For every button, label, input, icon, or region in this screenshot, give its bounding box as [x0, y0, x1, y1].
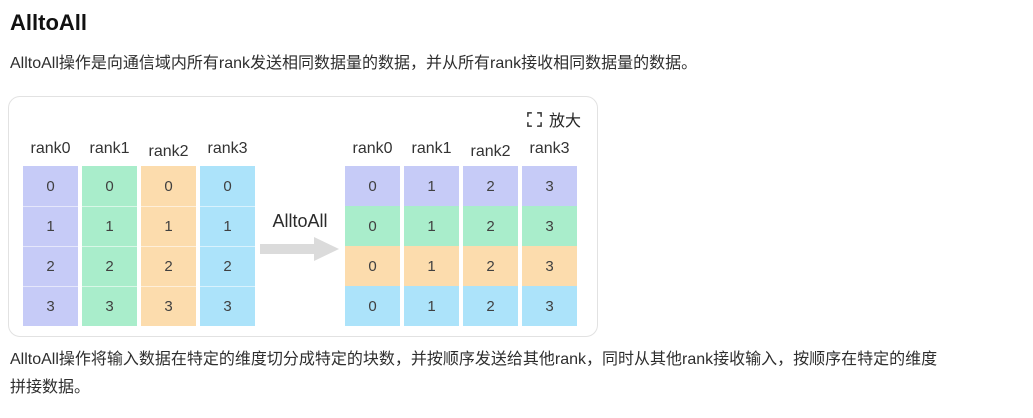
data-cell: 1 [200, 206, 255, 246]
data-cell: 3 [23, 286, 78, 326]
data-cell: 2 [463, 246, 518, 286]
data-cell: 2 [463, 166, 518, 206]
data-cell: 3 [82, 286, 137, 326]
data-cell: 1 [404, 286, 459, 326]
data-cell: 2 [82, 246, 137, 286]
data-cell: 2 [463, 206, 518, 246]
data-cell: 1 [82, 206, 137, 246]
data-cell: 1 [404, 166, 459, 206]
column-header: rank0 [352, 140, 393, 157]
column-header: rank2 [148, 143, 189, 160]
description-paragraph: AlltoAll操作将输入数据在特定的维度切分成特定的块数，并按顺序发送给其他r… [10, 346, 937, 402]
description-line: 拼接数据。 [10, 379, 91, 396]
expand-icon [527, 111, 542, 127]
data-cell: 2 [200, 246, 255, 286]
operation-block: AlltoAll [255, 135, 345, 326]
data-cell: 1 [404, 206, 459, 246]
data-cell: 0 [200, 166, 255, 206]
data-cell: 3 [522, 206, 577, 246]
data-cell: 2 [141, 246, 196, 286]
data-cell: 0 [345, 286, 400, 326]
data-cell: 1 [404, 246, 459, 286]
column-header: rank1 [411, 140, 452, 157]
zoom-button[interactable]: 放大 [527, 107, 581, 131]
data-cell: 3 [522, 286, 577, 326]
description-line: AlltoAll操作将输入数据在特定的维度切分成特定的块数，并按顺序发送给其他r… [10, 351, 938, 368]
data-cell: 3 [141, 286, 196, 326]
data-cell: 1 [141, 206, 196, 246]
arrow-right-icon [260, 236, 340, 262]
data-cell: 0 [82, 166, 137, 206]
column-header: rank1 [89, 140, 130, 157]
intro-paragraph: AlltoAll操作是向通信域内所有rank发送相同数据量的数据，并从所有ran… [10, 55, 698, 72]
column-header: rank0 [30, 140, 71, 157]
column-header: rank2 [470, 143, 511, 160]
operation-label: AlltoAll [272, 211, 328, 231]
data-cell: 3 [522, 246, 577, 286]
data-cell: 0 [345, 246, 400, 286]
column-header: rank3 [529, 140, 570, 157]
data-cell: 0 [141, 166, 196, 206]
data-cell: 0 [345, 206, 400, 246]
data-cell: 0 [345, 166, 400, 206]
data-cell: 1 [23, 206, 78, 246]
zoom-button-label: 放大 [548, 113, 581, 130]
data-cell: 2 [23, 246, 78, 286]
page-title: AlltoAll [10, 10, 87, 35]
data-cell: 3 [522, 166, 577, 206]
column-header: rank3 [207, 140, 248, 157]
data-cell: 0 [23, 166, 78, 206]
data-cell: 2 [463, 286, 518, 326]
data-cell: 3 [200, 286, 255, 326]
